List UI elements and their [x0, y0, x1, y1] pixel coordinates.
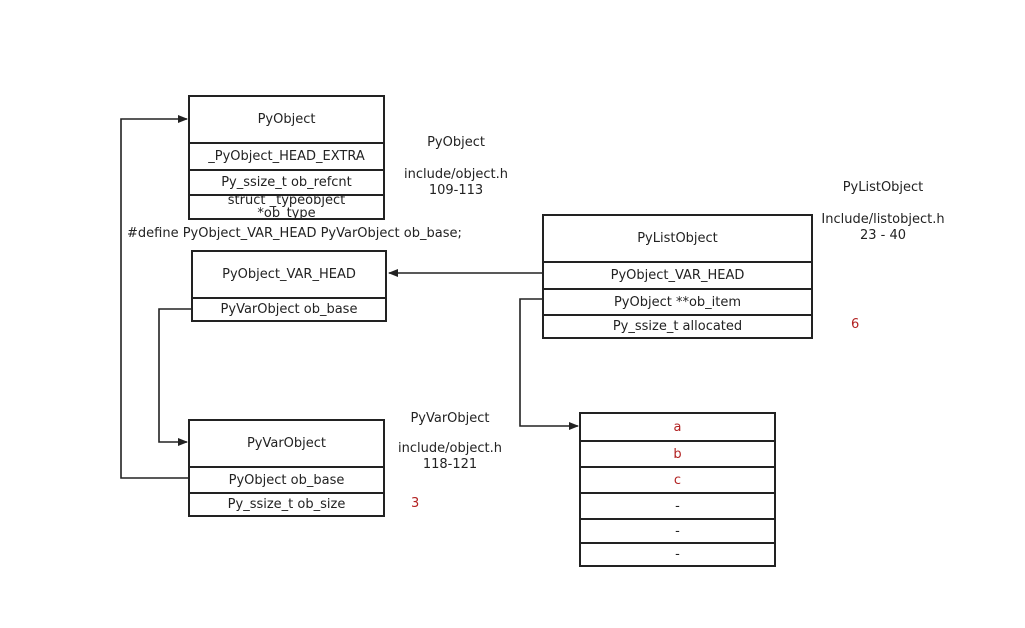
array-slot: -	[581, 518, 774, 542]
var-head-field-ob-base: PyVarObject ob_base	[193, 297, 385, 320]
array-slot: -	[581, 492, 774, 518]
pylistobject-field-var-head: PyObject_VAR_HEAD	[544, 261, 811, 288]
pyvarobject-struct: PyVarObject PyObject ob_base Py_ssize_t …	[188, 419, 385, 517]
pyvarobject-note-title: PyVarObject	[410, 411, 490, 426]
pylistobject-note-title: PyListObject	[842, 180, 924, 195]
ob-item-array: a b c - - -	[579, 412, 776, 567]
arrow-ob-item-to-array	[519, 298, 579, 430]
pyobject-field-refcnt: Py_ssize_t ob_refcnt	[190, 169, 383, 194]
pyvarobject-note: PyVarObject include/object.h 118-121	[390, 411, 510, 473]
array-slot: c	[581, 466, 774, 492]
arrow-ob-base-to-pyobject	[120, 115, 189, 479]
pylistobject-field-allocated: Py_ssize_t allocated	[544, 314, 811, 337]
pyvarobject-field-ob-base: PyObject ob_base	[190, 466, 383, 492]
pylistobject-note: PyListObject Include/listobject.h 23 - 4…	[818, 180, 948, 244]
pylistobject-note-lines: 23 - 40	[859, 228, 907, 243]
pyobject-field-type: struct _typeobject *ob_type	[190, 194, 383, 218]
pyobject-struct: PyObject _PyObject_HEAD_EXTRA Py_ssize_t…	[188, 95, 385, 220]
pyvarobject-note-lines: 118-121	[422, 457, 478, 472]
pyobject-note: PyObject include/object.h 109-113	[396, 135, 516, 199]
pyvarobject-field-ob-size: Py_ssize_t ob_size	[190, 492, 383, 515]
array-slot: -	[581, 542, 774, 565]
pylistobject-struct: PyListObject PyObject_VAR_HEAD PyObject …	[542, 214, 813, 339]
var-head-struct: PyObject_VAR_HEAD PyVarObject ob_base	[191, 250, 387, 322]
pyobject-note-title: PyObject	[427, 135, 485, 150]
allocated-value: 6	[851, 317, 860, 332]
pylistobject-note-file: Include/listobject.h	[821, 212, 945, 227]
array-slot: a	[673, 419, 682, 435]
pyvarobject-title: PyVarObject	[246, 436, 327, 451]
define-macro-text: #define PyObject_VAR_HEAD PyVarObject ob…	[127, 226, 462, 241]
pyobject-note-lines: 109-113	[428, 183, 484, 198]
ob-size-value: 3	[411, 496, 420, 511]
pylistobject-field-ob-item: PyObject **ob_item	[544, 288, 811, 314]
pylistobject-title: PyListObject	[637, 231, 718, 246]
pyobject-title: PyObject	[257, 112, 316, 127]
pyobject-field-head-extra: _PyObject_HEAD_EXTRA	[190, 142, 383, 169]
pyobject-note-file: include/object.h	[404, 167, 508, 182]
pyvarobject-note-file: include/object.h	[398, 441, 502, 456]
array-slot: b	[581, 440, 774, 466]
arrow-var-head-to-pyvarobject	[158, 308, 192, 446]
var-head-title: PyObject_VAR_HEAD	[222, 267, 356, 282]
